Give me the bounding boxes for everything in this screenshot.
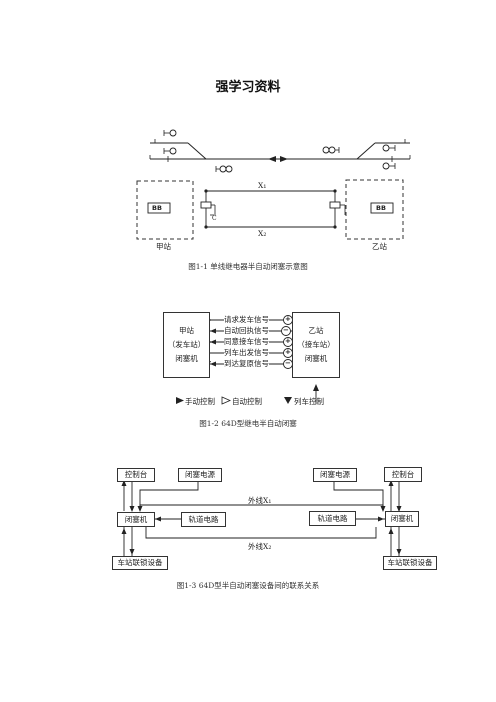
fig2-right-line3: 闭塞机 — [304, 354, 328, 364]
fig2-right-block-machine: 乙站 （接车站） 闭塞机 — [292, 312, 340, 378]
bb-label-b: BB — [376, 204, 386, 212]
signal-label-receipt: 自动回执信号 — [224, 325, 269, 336]
polarity-depart: + — [285, 348, 291, 356]
signal-label-agree: 同意接车信号 — [224, 336, 269, 347]
legend-train-label: 列车控制 — [294, 397, 324, 406]
signal-left-upper — [163, 129, 177, 137]
signal-left-home — [215, 165, 233, 173]
fig3-left-interlocking: 车站联锁设备 — [112, 556, 168, 570]
direction-arrow-right-icon — [280, 156, 288, 162]
page-title: 强学习资料 — [215, 80, 281, 95]
fig3-arrowheads — [121, 480, 402, 555]
fig3-x2-label: 外线X₂ — [248, 542, 272, 551]
relay-left — [200, 201, 212, 209]
fig3-right-block-machine: 闭塞机 — [385, 511, 419, 527]
fig2-right-line2: （接车站） — [297, 339, 335, 349]
c-label: C — [212, 215, 217, 222]
station-b-dashed-box — [345, 179, 404, 240]
fig3-right-track-circuit: 轨道电路 — [309, 511, 356, 526]
signal-label-arrive: 到达复原信号 — [224, 358, 269, 369]
figure-3-caption: 图1-3 64D型半自动闭塞设备间的联系关系 — [176, 581, 320, 590]
bb-box-a — [147, 202, 171, 214]
legend-manual-icon — [176, 397, 184, 404]
direction-arrow-left-icon — [268, 156, 276, 162]
bb-label-a: BB — [152, 204, 162, 212]
polarity-request: + — [285, 315, 291, 323]
legend-manual-label: 手动控制 — [185, 397, 215, 406]
legend-auto-icon — [221, 396, 231, 405]
polarity-receipt: − — [283, 326, 289, 334]
fig3-left-block-machine: 闭塞机 — [117, 512, 155, 527]
fig2-right-line1: 乙站 — [308, 325, 324, 335]
fig3-left-console: 控制台 — [117, 468, 155, 482]
polarity-agree: + — [285, 337, 291, 345]
fig3-right-power: 闭塞电源 — [313, 468, 357, 482]
signal-left-lower — [163, 147, 177, 155]
legend-train-icon — [284, 397, 292, 404]
fig2-left-line1: 甲站 — [179, 325, 194, 335]
bb-box-b — [370, 202, 394, 214]
polarity-arrive: − — [285, 359, 291, 367]
polarity-markers — [281, 315, 293, 369]
fig2-left-line2: （发车站） — [167, 339, 206, 349]
figure-2-caption: 图1-2 64D型继电半自动闭塞 — [199, 419, 297, 428]
station-a-label: 甲站 — [156, 242, 171, 251]
figure-1-caption: 图1-1 单线继电器半自动闭塞示意图 — [188, 262, 308, 271]
station-b-label: 乙站 — [372, 242, 387, 251]
relay-right — [329, 201, 341, 209]
signal-right-upper — [382, 144, 396, 152]
signal-right-lower — [382, 162, 396, 170]
fig3-x1-label: 外线X₁ — [248, 496, 272, 505]
fig2-left-line3: 闭塞机 — [175, 354, 198, 364]
fig3-right-console: 控制台 — [384, 467, 422, 482]
wire-x2-label: X₂ — [258, 229, 267, 238]
fig2-left-block-machine: 甲站 （发车站） 闭塞机 — [163, 312, 210, 378]
fig3-left-power: 闭塞电源 — [178, 468, 222, 482]
signal-right-home — [322, 146, 340, 154]
station-a-dashed-box — [136, 180, 194, 240]
fig3-left-track-circuit: 轨道电路 — [181, 512, 226, 527]
fig3-right-interlocking: 车站联锁设备 — [383, 556, 437, 570]
signal-label-request: 请求发车信号 — [224, 314, 269, 325]
signal-label-depart: 列车出发信号 — [224, 347, 269, 358]
legend-auto-label: 自动控制 — [232, 397, 262, 406]
wire-x1-label: X₁ — [258, 181, 267, 190]
